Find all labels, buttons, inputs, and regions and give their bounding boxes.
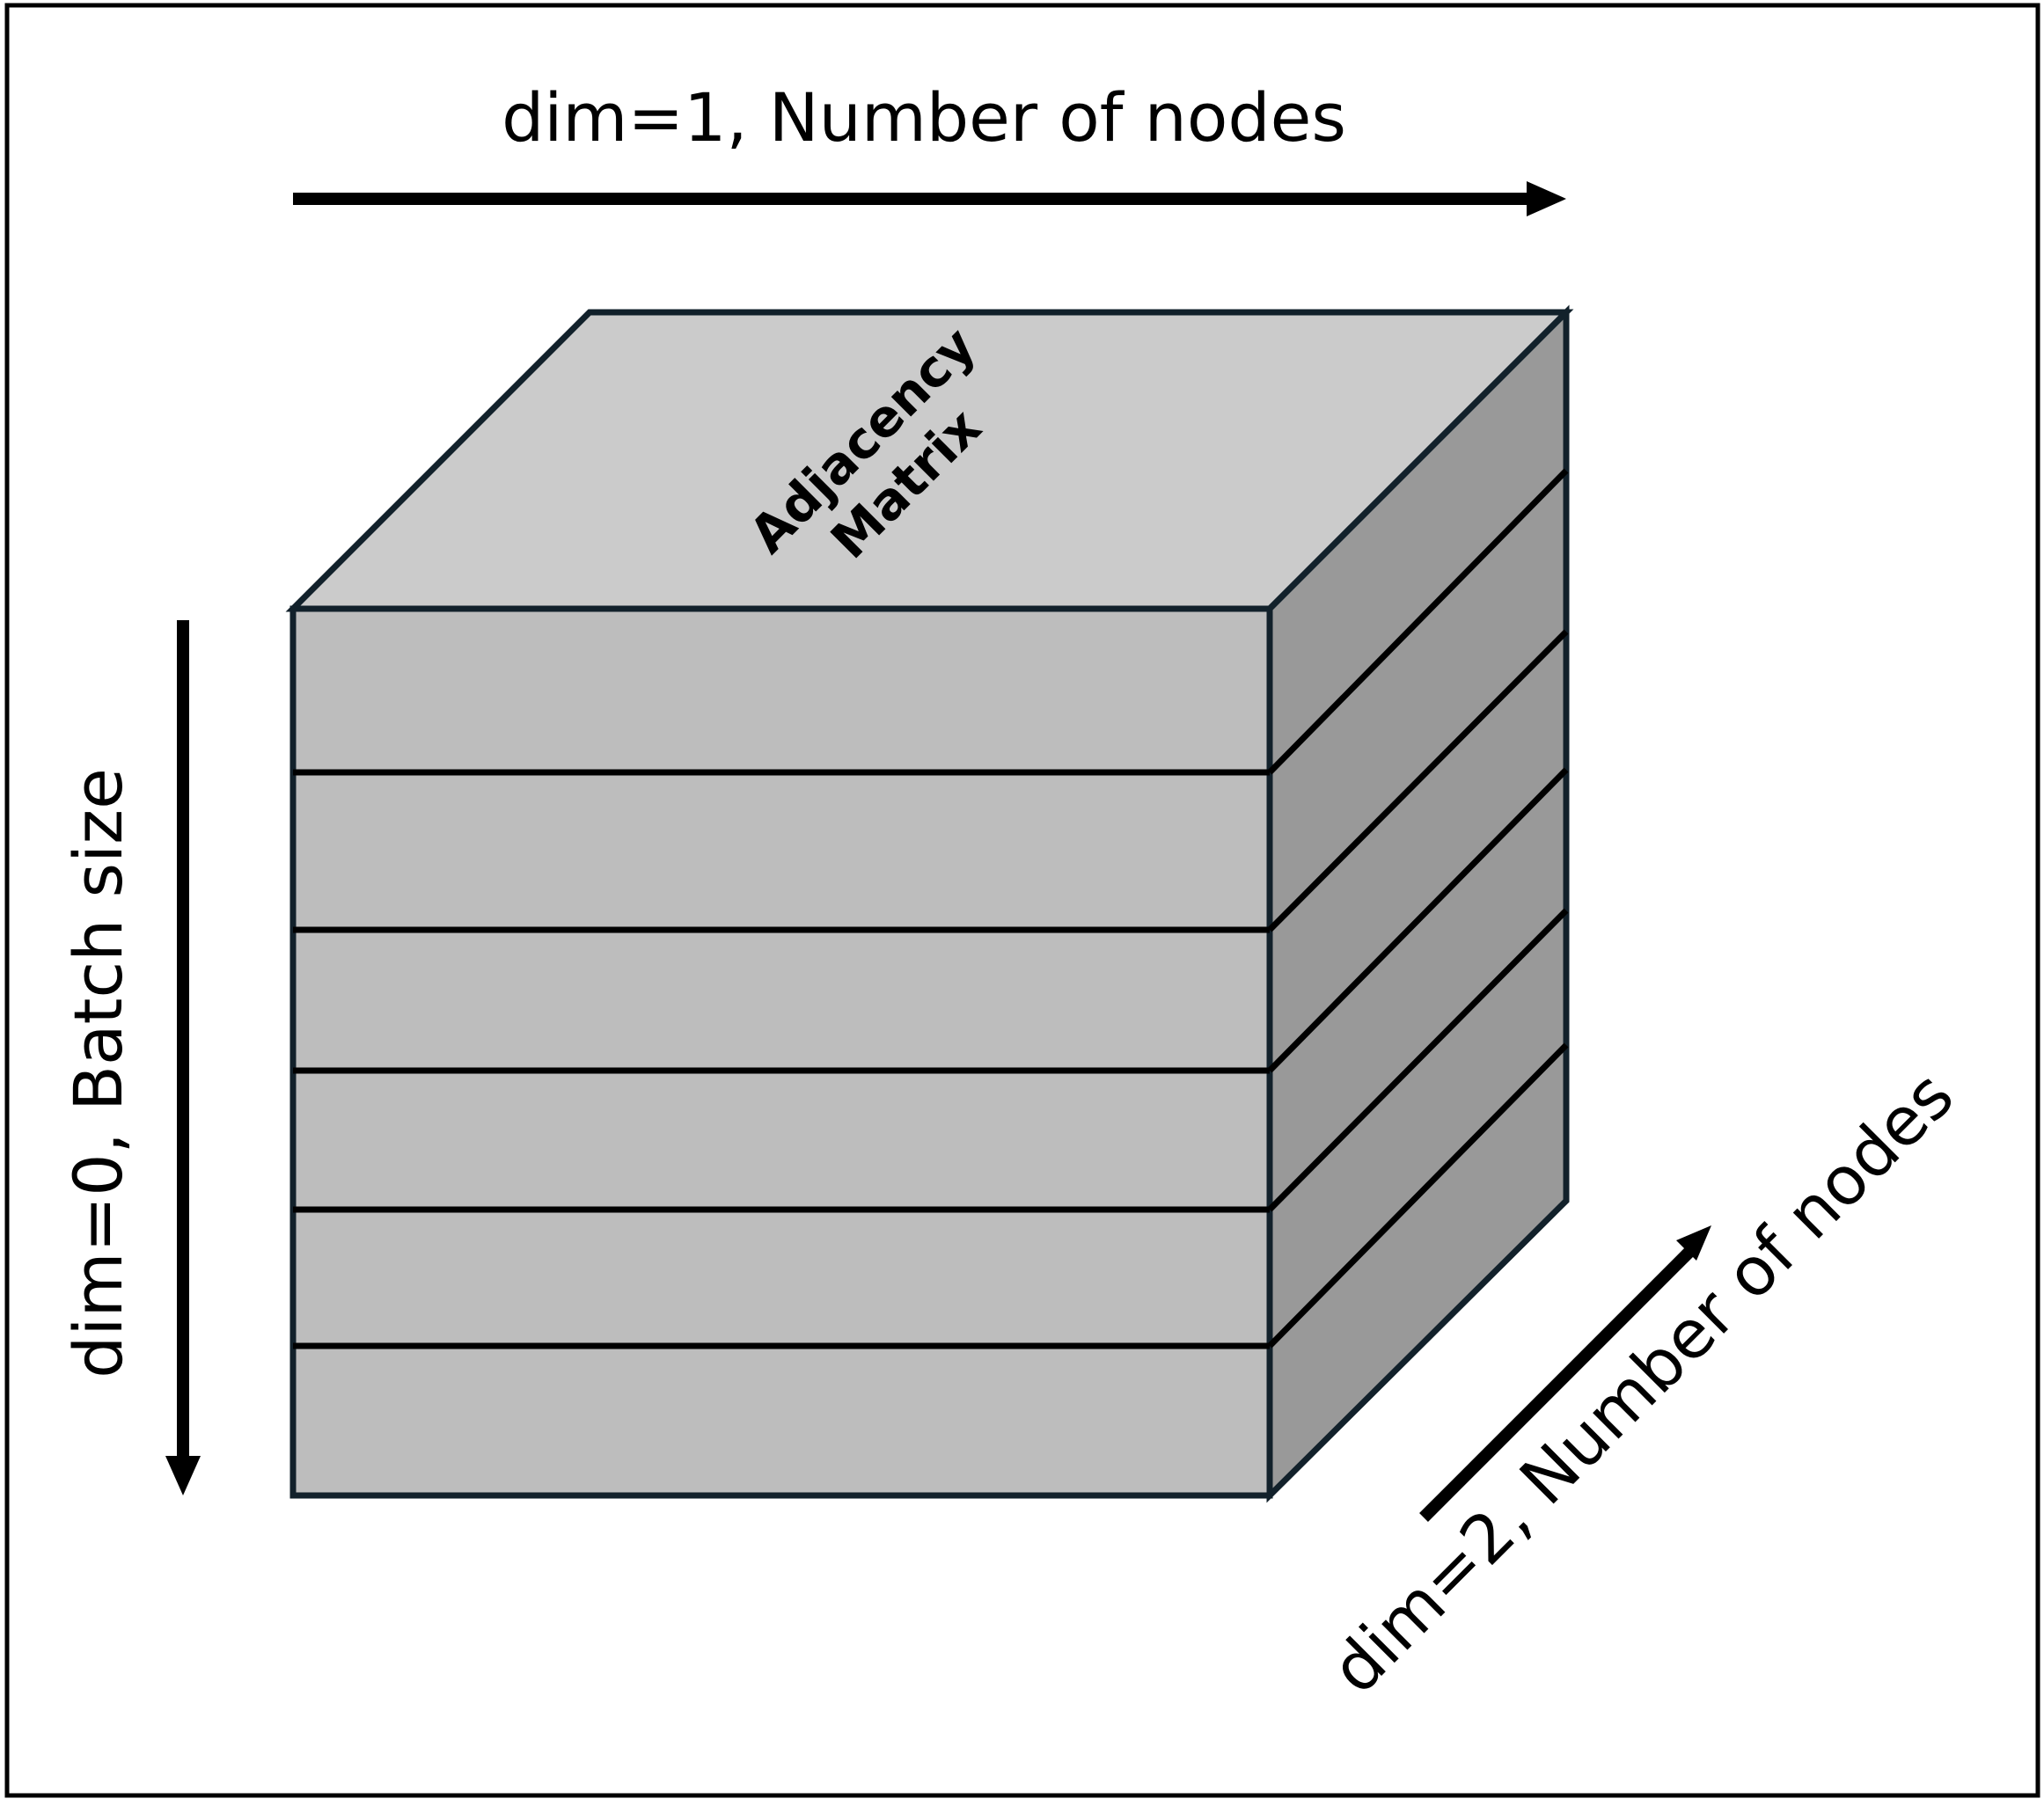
- dim2-arrow: [1419, 1225, 1711, 1522]
- layer-divider: [293, 767, 1569, 1074]
- dim1-label: dim=1, Number of nodes: [502, 78, 1346, 157]
- layer-divider: [293, 629, 1569, 933]
- layer-divider: [293, 468, 1569, 776]
- dim0-label: dim=0, Batch size: [59, 768, 137, 1378]
- layer-divider: [293, 1042, 1569, 1349]
- layer-divider: [293, 908, 1569, 1213]
- block-front-face: [289, 605, 1273, 1499]
- dim1-arrow: [293, 181, 1566, 216]
- adjacency-tensor-block: Adjacency Matrix: [285, 304, 1574, 1503]
- dim0-arrow: [165, 620, 201, 1495]
